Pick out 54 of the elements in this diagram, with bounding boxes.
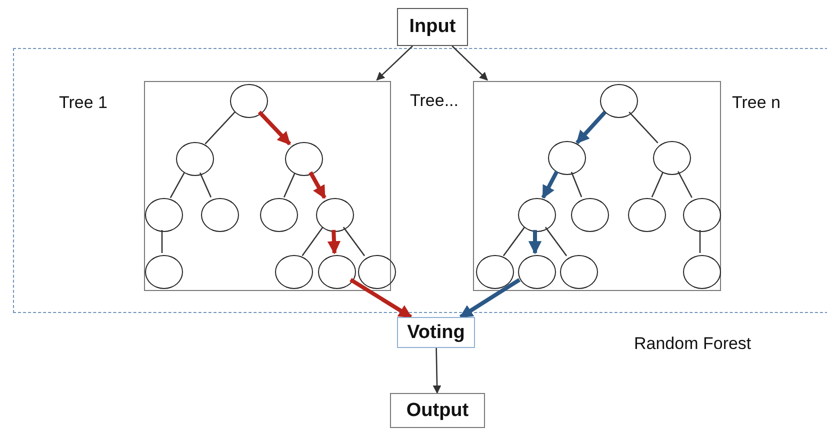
tree-title: Tree n [732, 93, 781, 113]
process-box: Voting [397, 317, 475, 348]
tree-node-circle [560, 255, 598, 289]
arrow [576, 110, 606, 144]
tree-node-circle [176, 142, 214, 176]
connector-line [302, 226, 324, 256]
tree-node-circle [316, 198, 354, 232]
connector-line [342, 226, 366, 256]
arrow [258, 110, 292, 146]
connector-line [502, 226, 526, 256]
tree-node-circle [230, 84, 268, 118]
tree-node-circle [628, 198, 666, 232]
arrow [350, 278, 412, 319]
tree-node-circle [358, 255, 396, 289]
connector-line [204, 112, 236, 144]
connector-line [628, 112, 658, 144]
tree-title: Tree 1 [59, 93, 108, 113]
tree-node-circle [476, 255, 514, 289]
arrow [376, 46, 413, 81]
tree-node-circle [275, 255, 313, 289]
connector-line [170, 172, 186, 198]
tree-node-circle [285, 142, 323, 176]
tree-node-circle [201, 198, 239, 232]
process-box: Output [390, 393, 485, 428]
arrow [541, 170, 559, 199]
connector-line [161, 230, 163, 253]
tree-node-circle [683, 255, 721, 289]
connector-line [283, 172, 296, 198]
arrow [308, 171, 326, 199]
tree-node-circle [518, 255, 556, 289]
arrow [528, 230, 542, 254]
connector-line [544, 226, 568, 256]
tree-node-circle [318, 255, 356, 289]
connector-line [199, 172, 212, 198]
arrow [327, 230, 341, 254]
connector-line [570, 172, 582, 198]
process-box: Input [397, 8, 468, 46]
arrow [452, 46, 488, 81]
arrow [459, 278, 521, 319]
tree-node-circle [145, 198, 183, 232]
tree-label: Tree... [410, 91, 458, 111]
connector-line [678, 171, 692, 198]
group-title: Random Forest [634, 334, 752, 354]
tree-node-circle [260, 198, 298, 232]
tree-node-circle [518, 198, 556, 232]
arrow [432, 348, 442, 394]
connector-line [651, 172, 664, 198]
connector-line [699, 230, 701, 253]
tree-node-circle [145, 255, 183, 289]
tree-node-circle [600, 84, 638, 118]
tree-node-circle [548, 141, 586, 175]
tree-node-circle [571, 198, 609, 232]
tree-node-circle [683, 198, 721, 232]
tree-node-circle [653, 141, 691, 175]
